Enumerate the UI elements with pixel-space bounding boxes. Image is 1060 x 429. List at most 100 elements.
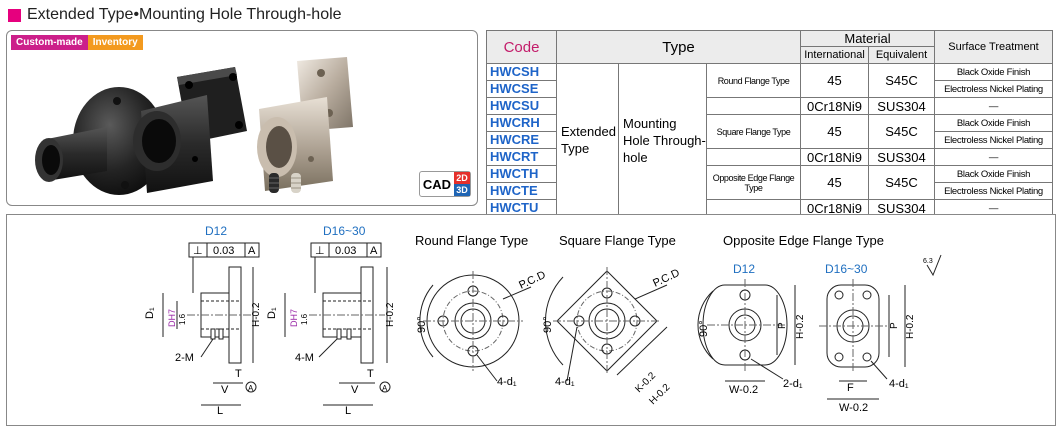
material-intl-cell: 0Cr18Ni9 [800, 199, 869, 217]
code-cell[interactable]: HWCSU [486, 97, 557, 115]
dim-v: V [221, 384, 229, 396]
technical-drawings-panel: D12 ⊥ 0.03 A D₁ DH7 1.6 H-0.2 2-M [6, 214, 1056, 426]
perpendicularity-icon: ⊥ [315, 245, 325, 257]
datum-a-marker: A [382, 384, 388, 393]
square-flange-title: Square Flange Type [559, 233, 676, 248]
code-cell[interactable]: HWCSH [486, 63, 557, 81]
type-extended-cell: Extended Type [556, 63, 619, 217]
material-intl-cell: 45 [800, 63, 869, 98]
round-flange-title: Round Flange Type [415, 233, 528, 248]
material-intl-cell: 0Cr18Ni9 [800, 97, 869, 115]
flange-type-cell: Opposite Edge Flange Type [706, 165, 801, 200]
header-type: Type [556, 30, 801, 64]
flange-type-cell-blank [706, 148, 801, 166]
cad-label: CAD [422, 176, 451, 192]
side-d16-label: D16~30 [323, 224, 366, 238]
dim-w: W-0.2 [839, 402, 868, 414]
dim-h-opp: H-0.2 [795, 314, 806, 339]
material-intl-cell: 0Cr18Ni9 [800, 148, 869, 166]
square-flange-drawing: Square Flange Type P.C.D 90° 4-d₁ K-0.2 … [542, 233, 682, 407]
dim-l: L [345, 405, 351, 417]
cad-dims: 2D 3D [454, 172, 470, 196]
spec-table: Code Type Material Surface Treatment Int… [486, 30, 1053, 217]
holes-4d1-label: 4-d₁ [497, 376, 517, 388]
availability-badges: Custom-made Inventory [11, 35, 143, 50]
side-d12-label: D12 [205, 224, 227, 238]
pcd-label: P.C.D [517, 269, 547, 292]
cad-download-badge[interactable]: CAD 2D 3D [418, 171, 471, 197]
section-title: Extended Type•Mounting Hole Through-hole [27, 6, 342, 23]
perpendicularity-icon: ⊥ [193, 245, 203, 257]
material-equiv-cell: S45C [868, 63, 935, 98]
dim-v: V [351, 384, 359, 396]
opposite-edge-drawing: Opposite Edge Flange Type D12 D16~30 90°… [697, 233, 942, 414]
dim-h-square: H-0.2 [647, 382, 672, 407]
flange-type-cell: Round Flange Type [706, 63, 801, 98]
surface-cell: Black Oxide Finish [934, 114, 1053, 132]
angle-90-label: 90° [542, 316, 554, 333]
technical-drawings: D12 ⊥ 0.03 A D₁ DH7 1.6 H-0.2 2-M [144, 224, 942, 417]
tolerance-datum: A [248, 245, 256, 257]
round-flange-drawing: Round Flange Type P.C.D 90° 4-d₁ [415, 233, 548, 388]
pcd-label: P.C.D [651, 267, 681, 290]
dim-dh7: DH7 [167, 309, 177, 327]
holes-2d1-label: 2-d₁ [783, 378, 803, 390]
material-intl-cell: 45 [800, 165, 869, 200]
tolerance-value: 0.03 [335, 245, 356, 257]
holes-4d1-label: 4-d₁ [889, 378, 909, 390]
dim-h: H-0.2 [385, 302, 396, 327]
dim-d1: D₁ [266, 307, 278, 319]
dim-f: F [847, 382, 854, 394]
header-material: Material [800, 30, 935, 47]
header-international: International [800, 46, 869, 64]
code-cell[interactable]: HWCSE [486, 80, 557, 98]
surface-cell: Black Oxide Finish [934, 165, 1053, 183]
dim-w: W-0.2 [729, 384, 758, 396]
product-photo [35, 57, 353, 195]
material-equiv-cell: SUS304 [868, 97, 935, 115]
dim-dh7: DH7 [289, 309, 299, 327]
holes-4m-label: 4-M [295, 352, 314, 364]
opposite-edge-title: Opposite Edge Flange Type [723, 233, 884, 248]
surface-roughness-mark: 6.3 [923, 258, 933, 265]
roughness-label: 1.6 [178, 313, 187, 325]
section-title-bar: Extended Type•Mounting Hole Through-hole [8, 4, 342, 26]
code-cell[interactable]: HWCRH [486, 114, 557, 132]
code-cell[interactable]: HWCTE [486, 182, 557, 200]
header-equivalent: Equivalent [868, 46, 935, 64]
dim-p: P [889, 322, 900, 329]
cad-3d-label: 3D [454, 184, 470, 196]
code-cell[interactable]: HWCRT [486, 148, 557, 166]
set-screws-image [269, 173, 301, 193]
holes-2m-label: 2-M [175, 352, 194, 364]
opposite-d12-label: D12 [733, 262, 755, 276]
title-marker-icon [8, 8, 21, 22]
code-cell[interactable]: HWCRE [486, 131, 557, 149]
material-equiv-cell: S45C [868, 114, 935, 149]
material-equiv-cell: SUS304 [868, 148, 935, 166]
surface-cell: Electroless Nickel Plating [934, 131, 1053, 149]
surface-cell: Electroless Nickel Plating [934, 182, 1053, 200]
surface-cell: — [934, 97, 1053, 115]
code-cell[interactable]: HWCTH [486, 165, 557, 183]
cad-2d-label: 2D [454, 172, 470, 184]
dim-p: P [777, 322, 788, 329]
inventory-badge: Inventory [87, 35, 143, 50]
surface-cell: Electroless Nickel Plating [934, 80, 1053, 98]
holes-4d1-label: 4-d₁ [555, 376, 575, 388]
material-intl-cell: 45 [800, 114, 869, 149]
dim-h: H-0.2 [251, 302, 262, 327]
angle-90-label: 90° [698, 320, 710, 337]
tolerance-value: 0.03 [213, 245, 234, 257]
opposite-edge-product-image [257, 57, 353, 191]
custom-made-badge: Custom-made [11, 35, 88, 50]
material-equiv-cell: S45C [868, 165, 935, 200]
dim-d1: D₁ [144, 307, 156, 319]
angle-90-label: 90° [416, 316, 428, 333]
tolerance-datum: A [370, 245, 378, 257]
roughness-label: 1.6 [300, 313, 309, 325]
surface-cell: — [934, 148, 1053, 166]
datum-a-marker: A [248, 384, 254, 393]
opposite-d16-label: D16~30 [825, 262, 868, 276]
dim-t: T [235, 368, 242, 380]
